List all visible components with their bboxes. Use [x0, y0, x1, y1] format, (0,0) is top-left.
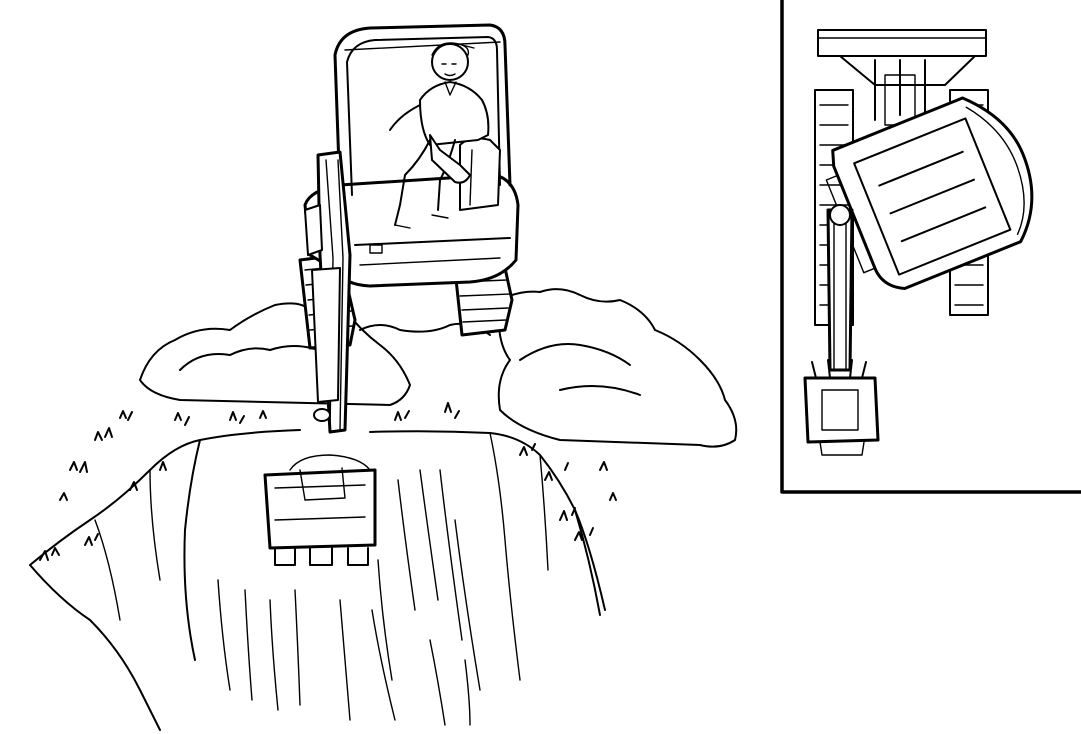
- excavator: [263, 23, 520, 566]
- trench: [29, 429, 606, 731]
- dirt-mounds: [139, 288, 738, 448]
- grass-tufts: [39, 402, 617, 561]
- top-view-inset: [780, 0, 1081, 494]
- operator: [389, 42, 490, 229]
